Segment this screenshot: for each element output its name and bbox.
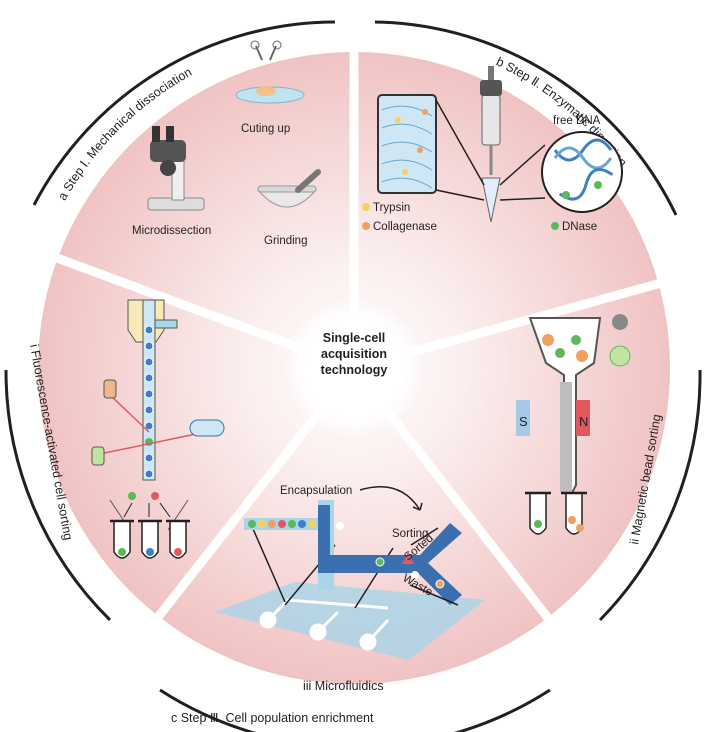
petri-dish-icon bbox=[235, 40, 305, 104]
encapsulation-label: Encapsulation bbox=[280, 485, 352, 497]
mortar-icon bbox=[256, 169, 321, 208]
laser-icon bbox=[91, 379, 225, 466]
n-label: N bbox=[579, 414, 588, 429]
zoom-lines bbox=[435, 99, 546, 201]
collagenase-icon bbox=[362, 222, 370, 230]
pipette-icon bbox=[480, 66, 502, 223]
grinding-label: Grinding bbox=[264, 235, 307, 247]
dnase-icon bbox=[551, 222, 559, 230]
center-line-3: technology bbox=[321, 363, 388, 377]
center-line-2: acquisition bbox=[321, 347, 387, 361]
trypsin-icon bbox=[362, 203, 370, 211]
encapsulation-arrow bbox=[359, 486, 421, 511]
outer-arcs bbox=[4, 20, 702, 732]
method-iii-label: iii Microfluidics bbox=[303, 679, 384, 693]
facs-apparatus bbox=[94, 299, 216, 531]
dna-icon bbox=[541, 131, 623, 213]
cutting-label: Cuting up bbox=[241, 123, 290, 135]
magnet-tubes bbox=[525, 491, 587, 535]
s-label: S bbox=[519, 414, 528, 429]
microchannel bbox=[244, 500, 462, 605]
tissue-icon bbox=[377, 94, 437, 194]
microdissection-label: Microdissection bbox=[132, 225, 211, 237]
waste-arrow bbox=[409, 584, 459, 606]
step-c-label: c Step Ⅲ. Cell population enrichment bbox=[171, 711, 374, 725]
sorted-arrow bbox=[410, 527, 439, 546]
n-pole bbox=[576, 400, 590, 436]
trypsin-label: Trypsin bbox=[373, 202, 410, 214]
facs-tubes bbox=[110, 492, 190, 559]
dnase-label: DNase bbox=[562, 221, 597, 233]
microfluidic-chip bbox=[215, 521, 485, 660]
collagenase-label: Collagenase bbox=[373, 221, 437, 233]
s-pole bbox=[516, 400, 530, 436]
free-dna-label: free DNA bbox=[553, 115, 601, 127]
microscope-icon bbox=[147, 126, 205, 211]
center-line-1: Single-cell bbox=[323, 331, 386, 345]
sorting-label: Sorting bbox=[392, 528, 428, 540]
magnet-icon bbox=[516, 314, 631, 500]
